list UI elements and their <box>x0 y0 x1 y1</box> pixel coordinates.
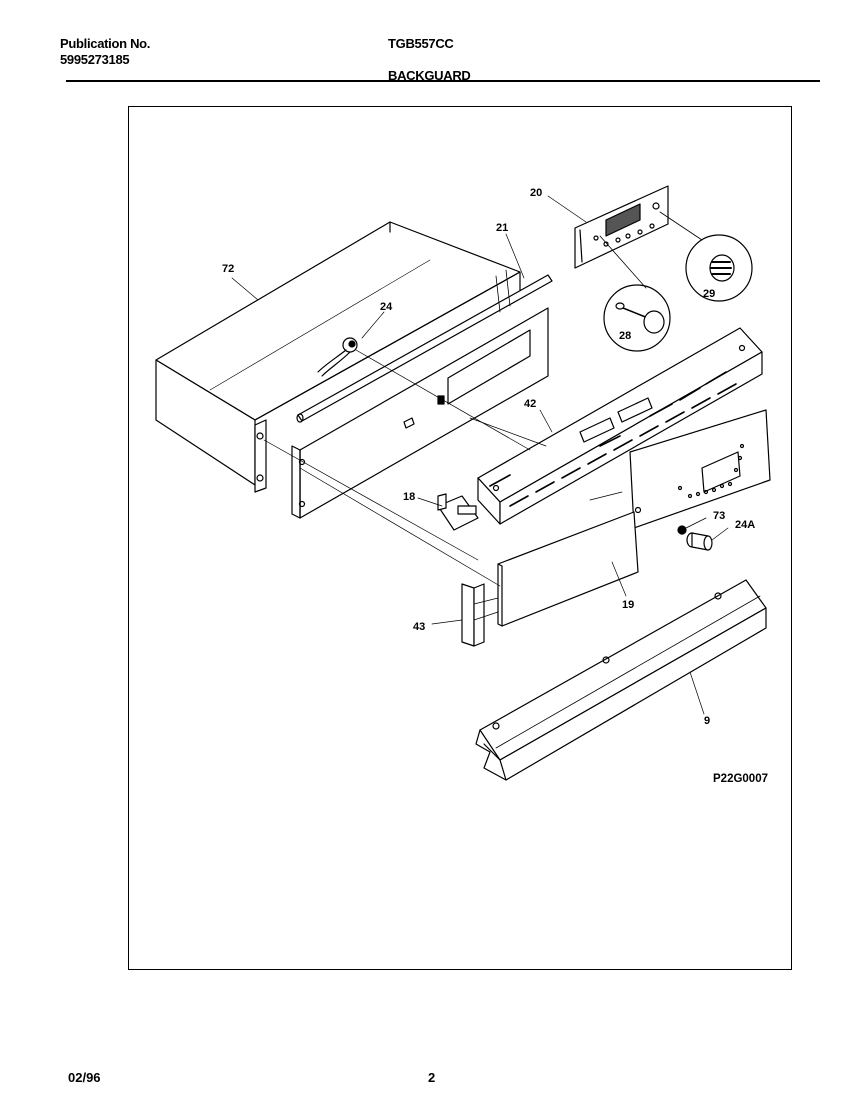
callout-72: 72 <box>222 263 234 275</box>
header-rule <box>66 80 820 82</box>
callout-73: 73 <box>713 510 725 522</box>
control-overlay-panel <box>629 409 771 529</box>
part-28-knob-detail <box>599 235 671 352</box>
part-42-vent-panel <box>477 327 763 525</box>
part-19-trim-panel <box>497 511 639 627</box>
part-73-clip <box>677 525 687 535</box>
diagram-frame <box>128 106 792 970</box>
publication-label: Publication No. <box>60 36 151 51</box>
section-title: BACKGUARD <box>388 68 471 83</box>
callout-43: 43 <box>413 621 425 633</box>
part-9-rail <box>475 579 767 781</box>
part-24a-knob <box>686 532 713 551</box>
page-number: 2 <box>428 1070 436 1085</box>
callout-20: 20 <box>530 187 542 199</box>
publication-number: 5995273185 <box>60 52 130 67</box>
part-72-housing-box <box>155 221 521 493</box>
part-18-bracket <box>437 493 479 531</box>
part-20-control-board <box>574 185 669 269</box>
leader-lines <box>231 195 729 715</box>
part-21-rod <box>296 269 553 423</box>
callout-21: 21 <box>496 222 508 234</box>
callout-24: 24 <box>380 301 393 313</box>
part-29-knob-detail <box>659 211 753 302</box>
callout-19: 19 <box>622 599 634 611</box>
callout-28: 28 <box>619 330 631 342</box>
callout-9: 9 <box>704 715 710 727</box>
part-24-switch <box>317 337 358 377</box>
panel-bracket <box>291 307 549 519</box>
callout-29: 29 <box>703 288 715 300</box>
callout-42: 42 <box>524 398 536 410</box>
diagram-code: P22G0007 <box>713 773 768 785</box>
part-43-end-cap <box>461 583 485 647</box>
callout-24a: 24A <box>735 519 755 531</box>
callout-18: 18 <box>403 491 415 503</box>
footer-date: 02/96 <box>68 1070 101 1085</box>
model-number: TGB557CC <box>388 36 454 51</box>
